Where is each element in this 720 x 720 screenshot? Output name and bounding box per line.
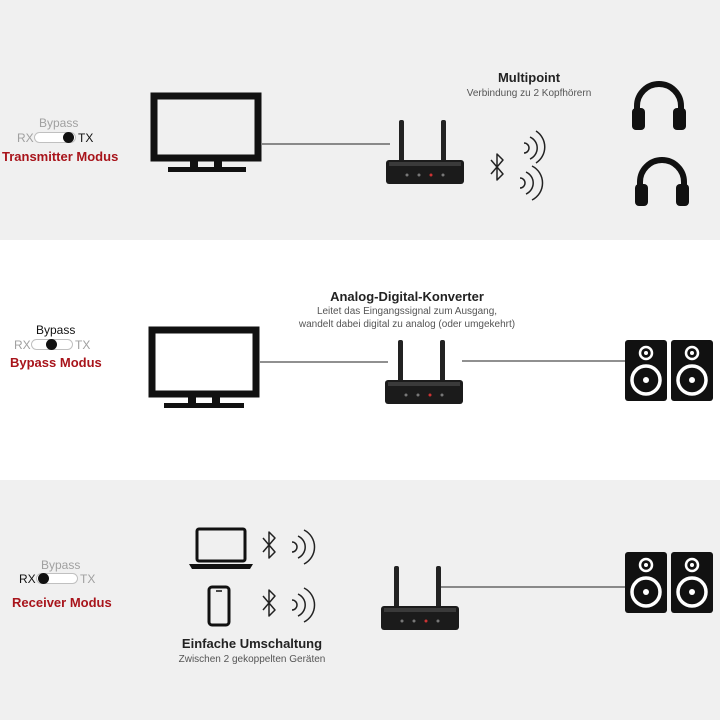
section-subtitle-multipoint: Verbindung zu 2 Kopfhörern — [466, 88, 592, 99]
switch-knob[interactable] — [46, 339, 57, 350]
section-title-multipoint: Multipoint — [497, 70, 561, 85]
signal-waves-icon — [291, 587, 316, 623]
audio-cable — [262, 143, 390, 145]
switch-rx-label: RX — [17, 131, 34, 145]
audio-cable — [440, 586, 626, 588]
mode-title-transmitter: Transmitter Modus — [2, 149, 119, 164]
bluetooth-icon — [262, 589, 276, 617]
switch-rx-label: RX — [19, 572, 36, 586]
signal-waves-icon — [291, 529, 316, 565]
headphones-icon — [635, 157, 689, 206]
section-title-converter: Analog-Digital-Konverter — [330, 289, 484, 304]
headphones-icon — [632, 81, 686, 130]
section-title-switching: Einfache Umschaltung — [181, 636, 323, 651]
bypass-section — [0, 240, 720, 480]
mode-title-receiver: Receiver Modus — [12, 595, 112, 610]
audio-cable — [462, 360, 626, 362]
switch-bypass-label: Bypass — [39, 116, 79, 130]
speaker-icon — [625, 552, 713, 613]
section-subtitle-converter: Leitet das Eingangssignal zum Ausgang, w… — [292, 305, 522, 331]
subtitle-line: wandelt dabei digital zu analog (oder um… — [298, 319, 516, 330]
switch-track[interactable] — [36, 573, 78, 584]
switch-knob[interactable] — [63, 132, 74, 143]
tv-icon — [148, 326, 260, 408]
switch-track[interactable] — [31, 339, 73, 350]
transmitter-section — [0, 0, 720, 240]
switch-tx-label: TX — [78, 131, 94, 145]
laptop-icon — [189, 527, 253, 569]
switch-tx-label: TX — [75, 338, 91, 352]
mode-title-bypass: Bypass Modus — [10, 355, 102, 370]
subtitle-line: Leitet das Eingangssignal zum Ausgang, — [316, 306, 498, 317]
switch-knob[interactable] — [38, 573, 49, 584]
audio-cable — [260, 361, 388, 363]
switch-bypass-label: Bypass — [36, 323, 76, 337]
transmitter-icon — [381, 566, 459, 630]
receiver-section — [0, 480, 720, 720]
signal-waves-icon — [519, 165, 544, 201]
section-subtitle-switching: Zwischen 2 gekoppelten Geräten — [178, 654, 326, 665]
bluetooth-icon — [490, 153, 504, 181]
switch-track[interactable] — [34, 132, 76, 143]
bluetooth-icon — [262, 531, 276, 559]
switch-tx-label: TX — [80, 572, 96, 586]
transmitter-icon — [385, 340, 463, 404]
switch-rx-label: RX — [14, 338, 31, 352]
speaker-icon — [625, 340, 713, 401]
smartphone-icon — [207, 585, 231, 627]
switch-bypass-label: Bypass — [41, 558, 81, 572]
signal-waves-icon — [523, 130, 546, 164]
transmitter-icon — [386, 120, 464, 184]
tv-icon — [150, 92, 262, 172]
